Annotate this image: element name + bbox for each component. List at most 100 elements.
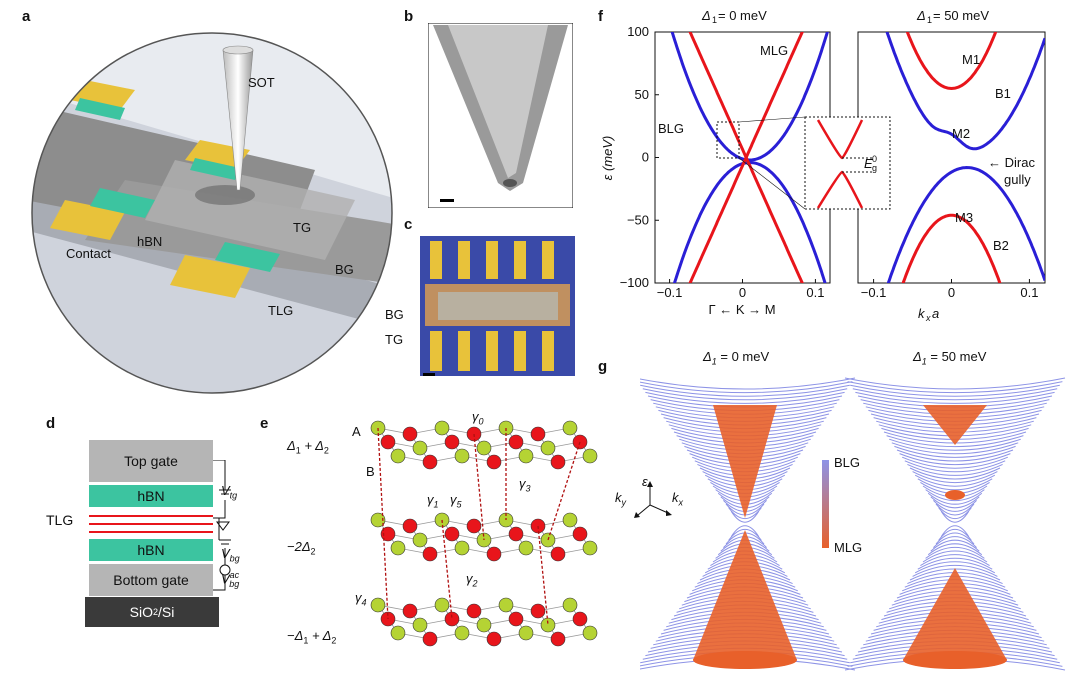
label-gamma4: γ4 (355, 590, 367, 608)
label-c-tg: TG (385, 332, 404, 347)
lattice-atom (412, 532, 428, 548)
panel-label-g: g (598, 358, 608, 375)
lattice-atom (518, 540, 534, 556)
surface-line (925, 489, 985, 501)
label-hbn: hBN (137, 234, 163, 249)
label-gamma5: γ5 (450, 492, 462, 510)
lattice-atom (508, 611, 524, 627)
lattice-atom (402, 603, 418, 619)
f-inset-link (738, 116, 806, 123)
label-vbg: Vbg (221, 546, 240, 564)
lattice-atom (530, 603, 546, 619)
lattice-atom (444, 434, 460, 450)
gate-stack: Top gate hBN hBN Bottom gate (89, 440, 213, 596)
f-eg-label: E (864, 156, 873, 171)
surface-line (899, 453, 1011, 466)
surface-line (907, 463, 1003, 476)
mlg-cone-lower (903, 568, 1007, 660)
f-inset-frame (804, 116, 891, 210)
f-right-title-sub: 1 (927, 15, 932, 25)
lattice-atom (508, 434, 524, 450)
f-gap-inset (716, 116, 891, 210)
f-xlabel-right: k (918, 306, 926, 321)
label-tg: TG (293, 220, 312, 235)
lattice-atom (562, 597, 578, 613)
lattice-layer-bot (370, 597, 598, 647)
f-label-m1: M1 (962, 52, 980, 67)
surface-line (917, 557, 993, 570)
lattice-atom (412, 617, 428, 633)
f-eg-sup: 0 (872, 154, 877, 164)
lattice-atom (444, 611, 460, 627)
surface-line (920, 554, 990, 567)
surface-line (844, 377, 1066, 390)
lattice-atom (572, 611, 588, 627)
mlg-cone-upper (923, 405, 987, 445)
surface-right (844, 377, 1066, 671)
top-gate-layer: Top gate (89, 440, 213, 482)
lattice-atom (402, 426, 418, 442)
surface-line (852, 388, 1058, 401)
f-right-curves (885, 32, 1045, 283)
lattice-atom (518, 448, 534, 464)
hopping-link (377, 427, 389, 620)
lattice-atom (562, 420, 578, 436)
lattice-atom (550, 546, 566, 562)
label-gamma2: γ2 (466, 571, 478, 589)
mlg-cone-lower (693, 530, 797, 660)
lattice-atom (530, 426, 546, 442)
f-right-title-tail: = 50 meV (933, 8, 989, 23)
surface-line (922, 550, 988, 563)
surface-line (938, 507, 972, 520)
f-blg-lower (672, 161, 827, 283)
f-ytick-label: 50 (635, 87, 649, 102)
hbn-top-layer: hBN (89, 485, 213, 507)
surface-line (728, 507, 762, 520)
lattice-atom (540, 440, 556, 456)
lattice-atom (380, 526, 396, 542)
f-label-dirac: ← Dirac (988, 155, 1035, 170)
surface-line (640, 381, 853, 394)
k-axes-icon (634, 481, 672, 518)
hopping-link (441, 519, 453, 620)
g-eps-label: ε (642, 474, 648, 489)
f-m3 (901, 213, 1002, 283)
lattice-atom (572, 526, 588, 542)
f-xlabel-right-tail: a (932, 306, 939, 321)
f-inset-link (738, 157, 806, 210)
tlg-layers (89, 507, 213, 539)
surface-line (894, 445, 1016, 458)
f-xtick-label: −0.1 (861, 285, 887, 300)
g-left-title: Δ1 = 0 meV (703, 349, 770, 367)
surface-line (902, 456, 1008, 469)
f-ylabel: ε (meV) (600, 136, 615, 181)
f-ytick-label: −100 (620, 275, 649, 290)
lattice-atom (454, 540, 470, 556)
surface-line (896, 449, 1014, 462)
g-legend-mlg: MLG (834, 540, 863, 555)
lattice-atom (466, 518, 482, 534)
f-left-title-sub: 1 (712, 15, 717, 25)
panel-label-d: d (46, 415, 56, 432)
band-surfaces (640, 377, 1066, 671)
label-gamma1: γ1 (427, 492, 439, 510)
surface-line (912, 471, 998, 484)
lattice-atom (582, 625, 598, 641)
surface-line (925, 547, 985, 559)
surface-line (927, 492, 983, 505)
surface-line (927, 543, 983, 556)
lattice-atom (454, 448, 470, 464)
surface-line (891, 442, 1019, 455)
label-layer-top: Δ1 + Δ2 (287, 438, 329, 456)
mlg-gap-cap (945, 490, 965, 500)
surface-line (855, 391, 1055, 404)
label-contact: Contact (66, 246, 111, 261)
lattice-atom (370, 512, 386, 528)
f-xtick-label: 0.1 (806, 285, 824, 300)
lattice-atom (390, 448, 406, 464)
mlg-cone-base (903, 651, 1007, 669)
circuit-wires (213, 460, 231, 591)
f-mlg-line-1 (688, 32, 804, 283)
label-site-b: B (366, 464, 375, 479)
